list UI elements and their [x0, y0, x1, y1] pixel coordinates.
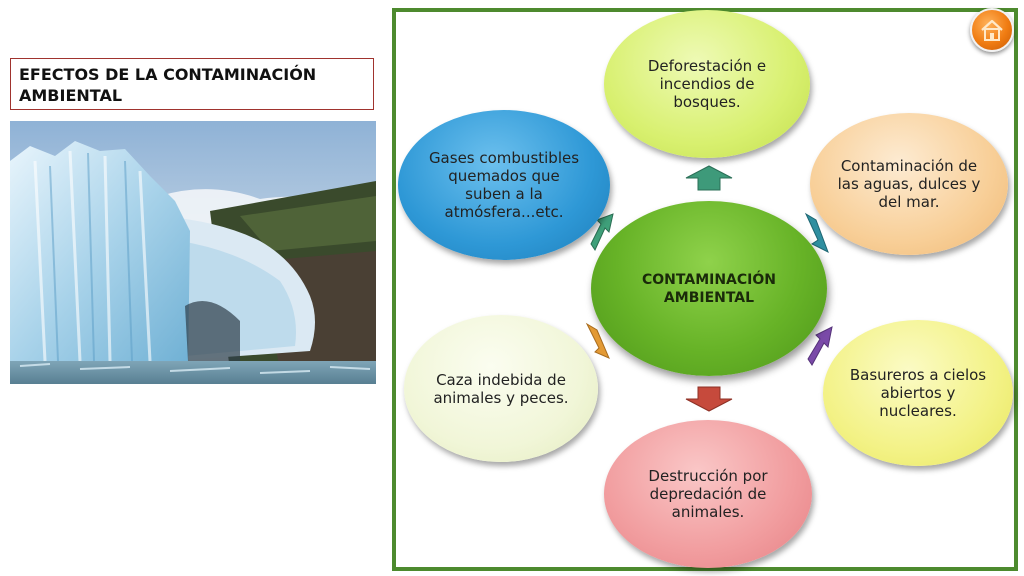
center-node: CONTAMINACIÓN AMBIENTAL	[591, 201, 827, 376]
node-water-pollution: Contaminación de las aguas, dulces y del…	[810, 113, 1008, 255]
arrow-up	[685, 165, 733, 191]
arrow-top-left	[590, 213, 614, 252]
node-landfills-text: Basureros a cielos abiertos y nucleares.	[849, 366, 987, 420]
arrow-top-right	[804, 212, 829, 254]
arrow-bottom-left	[585, 322, 610, 359]
node-predation-text: Destrucción por depredación de animales.	[648, 467, 768, 521]
node-gases-text: Gases combustibles quemados que suben a …	[428, 149, 580, 221]
arrow-down	[685, 386, 733, 412]
home-icon	[981, 19, 1003, 41]
node-deforestation: Deforestación e incendios de bosques.	[604, 10, 810, 158]
slide-title: EFECTOS DE LA CONTAMINACIÓN AMBIENTAL	[10, 58, 374, 110]
node-water-pollution-text: Contaminación de las aguas, dulces y del…	[837, 157, 981, 211]
node-hunting-text: Caza indebida de animales y peces.	[433, 370, 569, 407]
arrow-bottom-right	[807, 326, 833, 366]
node-hunting: Caza indebida de animales y peces.	[404, 315, 598, 462]
node-gases: Gases combustibles quemados que suben a …	[398, 110, 610, 260]
node-landfills: Basureros a cielos abiertos y nucleares.	[823, 320, 1013, 466]
home-button[interactable]	[970, 8, 1014, 52]
node-deforestation-text: Deforestación e incendios de bosques.	[647, 57, 767, 111]
node-predation: Destrucción por depredación de animales.	[604, 420, 812, 568]
center-node-text: CONTAMINACIÓN AMBIENTAL	[642, 271, 776, 306]
slide-title-text: EFECTOS DE LA CONTAMINACIÓN AMBIENTAL	[19, 65, 317, 105]
glacier-photo	[10, 121, 376, 384]
